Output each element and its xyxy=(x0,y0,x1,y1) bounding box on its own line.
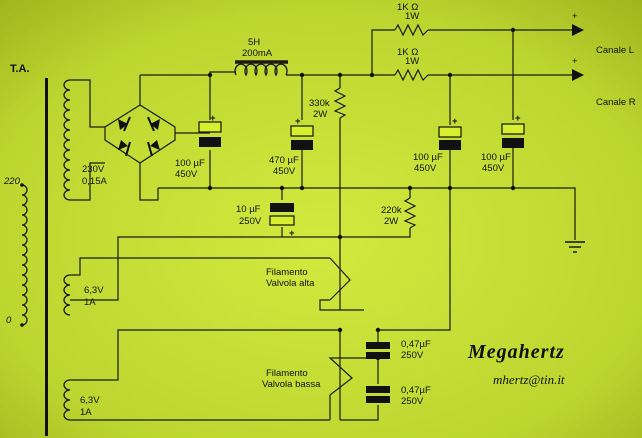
primary-label-0: 0 xyxy=(6,315,12,326)
label-canale-r: Canale R xyxy=(596,97,636,108)
svg-text:+: + xyxy=(289,228,295,239)
primary-terminal-220 xyxy=(20,183,24,187)
resistor-r4: 220k 2W xyxy=(381,197,417,229)
r2-value: 1K Ω xyxy=(397,47,418,58)
capacitor-c4: + 100 µF 450V xyxy=(481,113,525,174)
c2-value: 470 µF xyxy=(269,155,299,166)
choke-inductor: 5H 200mA xyxy=(234,37,288,77)
filament-low-label-2: Valvola bassa xyxy=(262,379,321,390)
c1-voltage: 450V xyxy=(175,169,198,180)
label-canale-l: Canale L xyxy=(596,45,634,56)
filament-low-current: 1A xyxy=(80,407,92,418)
c2-voltage: 450V xyxy=(273,166,296,177)
capacitor-c1: + 100 µF 450V xyxy=(175,113,222,180)
r3-value: 330k xyxy=(309,98,330,109)
r1-power: 1W xyxy=(405,11,419,22)
capacitor-c7: 0,47µF 250V xyxy=(366,385,431,407)
brand-title: Megahertz xyxy=(467,341,565,363)
output-plus-l: + xyxy=(572,11,578,22)
c6-voltage: 250V xyxy=(401,350,424,361)
secondary-hv-winding xyxy=(63,79,71,201)
c3-value: 100 µF xyxy=(413,152,443,163)
c7-value: 0,47µF xyxy=(401,385,431,396)
r3-power: 2W xyxy=(313,109,327,120)
c3-voltage: 450V xyxy=(414,163,437,174)
resistor-r1: 1K Ω 1W xyxy=(394,2,429,37)
c5-value: 10 µF xyxy=(236,204,261,215)
transformer: T.A. 220 0 230V 0,15A 6,3V 1A 6,3V 1A xyxy=(3,63,107,436)
primary-label-220: 220 xyxy=(3,176,21,187)
c4-voltage: 450V xyxy=(482,163,505,174)
arrow-canale-r xyxy=(572,69,584,81)
filament-low-label-1: Filamento xyxy=(266,368,308,379)
secondary-filament-high-winding xyxy=(63,274,71,316)
svg-text:+: + xyxy=(452,116,458,127)
arrow-canale-l xyxy=(572,24,584,36)
diode-3 xyxy=(118,140,131,157)
output-plus-r: + xyxy=(572,56,578,67)
c5-voltage: 250V xyxy=(239,216,262,227)
outputs: + + Canale L Canale R xyxy=(572,11,636,108)
capacitor-c5: + 10 µF 250V xyxy=(236,203,295,239)
transformer-core xyxy=(45,78,48,436)
wiring xyxy=(70,27,580,421)
diode-4 xyxy=(147,140,160,157)
svg-text:+: + xyxy=(515,113,521,124)
resistor-r3: 330k 2W xyxy=(309,87,347,120)
c6-value: 0,47µF xyxy=(401,339,431,350)
svg-text:+: + xyxy=(210,113,216,124)
c7-voltage: 250V xyxy=(401,396,424,407)
r4-power: 2W xyxy=(384,216,398,227)
filament-high-voltage: 6,3V xyxy=(84,285,104,296)
filament-low-voltage: 6,3V xyxy=(80,395,100,406)
svg-text:+: + xyxy=(295,116,301,127)
r2-power: 1W xyxy=(405,56,419,67)
filament-high-label-1: Filamento xyxy=(266,267,308,278)
r4-value: 220k xyxy=(381,205,402,216)
transformer-label: T.A. xyxy=(10,63,30,75)
capacitor-c6: 0,47µF 250V xyxy=(366,339,431,361)
ground-symbol xyxy=(565,241,585,253)
filament-high-current: 1A xyxy=(84,297,96,308)
capacitor-c3: + 100 µF 450V xyxy=(413,116,462,174)
c1-value: 100 µF xyxy=(175,158,205,169)
r1-value: 1K Ω xyxy=(397,2,418,13)
secondary-filament-low-winding xyxy=(63,379,71,421)
author-email: mhertz@tin.it xyxy=(493,372,565,387)
resistor-r2: 1K Ω 1W xyxy=(394,47,429,82)
secondary-hv-current: 0,15A xyxy=(82,176,107,187)
primary-winding xyxy=(21,184,28,326)
choke-current: 200mA xyxy=(242,48,273,59)
filament-high-label-2: Valvola alta xyxy=(266,278,315,289)
diode-1 xyxy=(118,116,131,132)
diode-2 xyxy=(147,116,160,132)
capacitor-c2: + 470 µF 450V xyxy=(269,116,314,177)
primary-terminal-0 xyxy=(20,323,24,327)
choke-inductance: 5H xyxy=(248,37,260,48)
secondary-hv-voltage: 230V xyxy=(82,164,105,175)
c4-value: 100 µF xyxy=(481,152,511,163)
